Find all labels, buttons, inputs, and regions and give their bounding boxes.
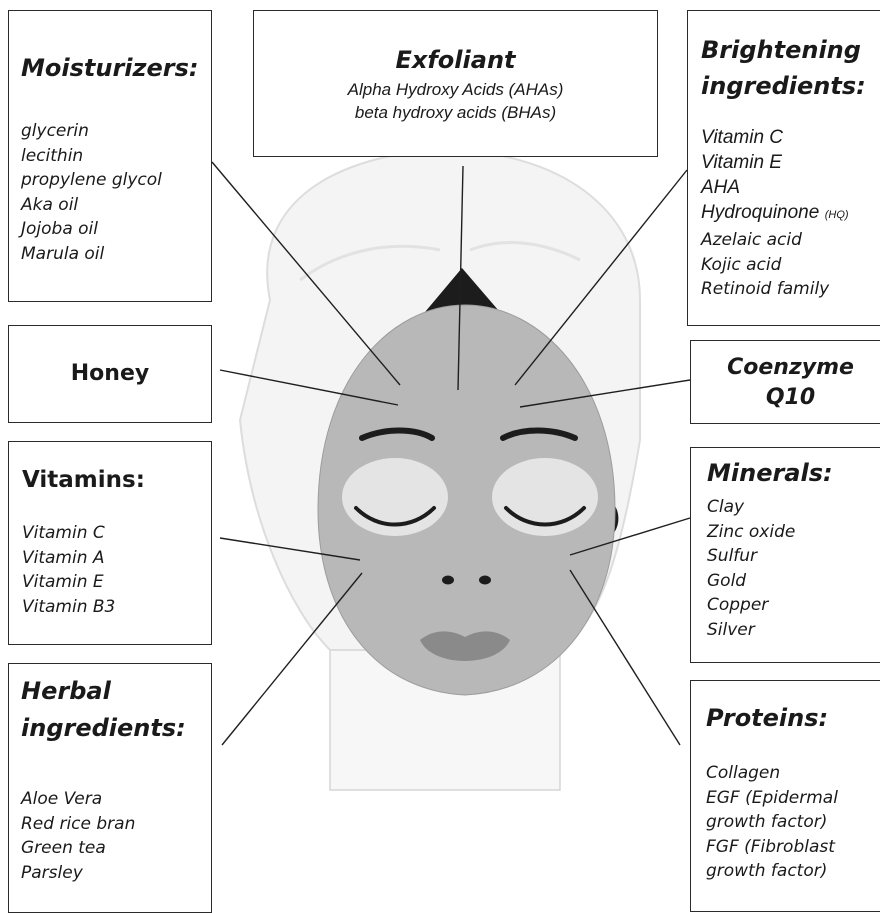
hydroquinone-label: Hydroquinone <box>701 202 819 223</box>
list-item: Vitamin C <box>22 521 115 546</box>
brightening-list: Vitamin C Vitamin E AHA Hydroquinone (HQ… <box>701 125 849 302</box>
proteins-box: Proteins: Collagen EGF (Epidermal growth… <box>690 680 880 912</box>
list-item: Copper <box>707 593 795 618</box>
nostril-right <box>479 576 491 585</box>
minerals-box: Minerals: Clay Zinc oxide Sulfur Gold Co… <box>690 447 880 663</box>
list-item: Red rice bran <box>21 812 135 837</box>
list-item: Alpha Hydroxy Acids (AHAs) <box>254 78 657 101</box>
brightening-box: Brightening ingredients: Vitamin C Vitam… <box>687 10 880 326</box>
coenzyme-line2: Q10 <box>691 383 880 413</box>
brightening-title-line1: Brightening <box>701 35 861 65</box>
honey-box: Honey <box>8 325 212 423</box>
exfoliant-title: Exfoliant <box>254 45 657 75</box>
moisturizers-box: Moisturizers: glycerin lecithin propylen… <box>8 10 212 302</box>
list-item: Vitamin B3 <box>22 595 115 620</box>
exfoliant-list: Alpha Hydroxy Acids (AHAs) beta hydroxy … <box>254 78 657 124</box>
list-item: Zinc oxide <box>707 520 795 545</box>
list-item: Vitamin E <box>701 150 849 175</box>
list-item: propylene glycol <box>21 168 162 193</box>
list-item: Vitamin A <box>22 546 115 571</box>
list-item: Vitamin E <box>22 570 115 595</box>
list-item: growth factor) <box>706 810 838 835</box>
minerals-title: Minerals: <box>707 458 833 488</box>
list-item: Hydroquinone (HQ) <box>701 200 849 228</box>
herbal-title-line2: ingredients: <box>21 713 186 743</box>
herbal-title-line1: Herbal <box>21 676 111 706</box>
moisturizers-list: glycerin lecithin propylene glycol Aka o… <box>21 119 162 266</box>
list-item: Collagen <box>706 761 838 786</box>
list-item: lecithin <box>21 144 162 169</box>
minerals-list: Clay Zinc oxide Sulfur Gold Copper Silve… <box>707 495 795 642</box>
moisturizers-title: Moisturizers: <box>21 53 198 83</box>
list-item: Clay <box>707 495 795 520</box>
list-item: Retinoid family <box>701 277 849 302</box>
brightening-title-line2: ingredients: <box>701 71 866 101</box>
exfoliant-box: Exfoliant Alpha Hydroxy Acids (AHAs) bet… <box>253 10 658 157</box>
list-item: Marula oil <box>21 242 162 267</box>
list-item: Jojoba oil <box>21 217 162 242</box>
list-item: Vitamin C <box>701 125 849 150</box>
list-item: Aka oil <box>21 193 162 218</box>
list-item: EGF (Epidermal <box>706 786 838 811</box>
vitamins-list: Vitamin C Vitamin A Vitamin E Vitamin B3 <box>22 521 115 619</box>
honey-title: Honey <box>9 361 211 386</box>
list-item: Azelaic acid <box>701 228 849 253</box>
herbal-list: Aloe Vera Red rice bran Green tea Parsle… <box>21 787 135 885</box>
hq-note: (HQ) <box>825 209 849 221</box>
nostril-left <box>442 576 454 585</box>
coenzyme-line1: Coenzyme <box>691 353 880 383</box>
list-item: FGF (Fibroblast <box>706 835 838 860</box>
list-item: Gold <box>707 569 795 594</box>
list-item: Sulfur <box>707 544 795 569</box>
list-item: glycerin <box>21 119 162 144</box>
list-item: Green tea <box>21 836 135 861</box>
coenzyme-box: Coenzyme Q10 <box>690 340 880 424</box>
herbal-box: Herbal ingredients: Aloe Vera Red rice b… <box>8 663 212 913</box>
list-item: beta hydroxy acids (BHAs) <box>254 101 657 124</box>
list-item: Kojic acid <box>701 253 849 278</box>
list-item: Parsley <box>21 861 135 886</box>
vitamins-box: Vitamins: Vitamin C Vitamin A Vitamin E … <box>8 441 212 645</box>
connector-proteins <box>570 570 680 745</box>
proteins-list: Collagen EGF (Epidermal growth factor) F… <box>706 761 838 884</box>
list-item: growth factor) <box>706 859 838 884</box>
vitamins-title: Vitamins: <box>22 467 145 493</box>
list-item: Silver <box>707 618 795 643</box>
list-item: Aloe Vera <box>21 787 135 812</box>
list-item: AHA <box>701 175 849 200</box>
proteins-title: Proteins: <box>706 703 828 733</box>
